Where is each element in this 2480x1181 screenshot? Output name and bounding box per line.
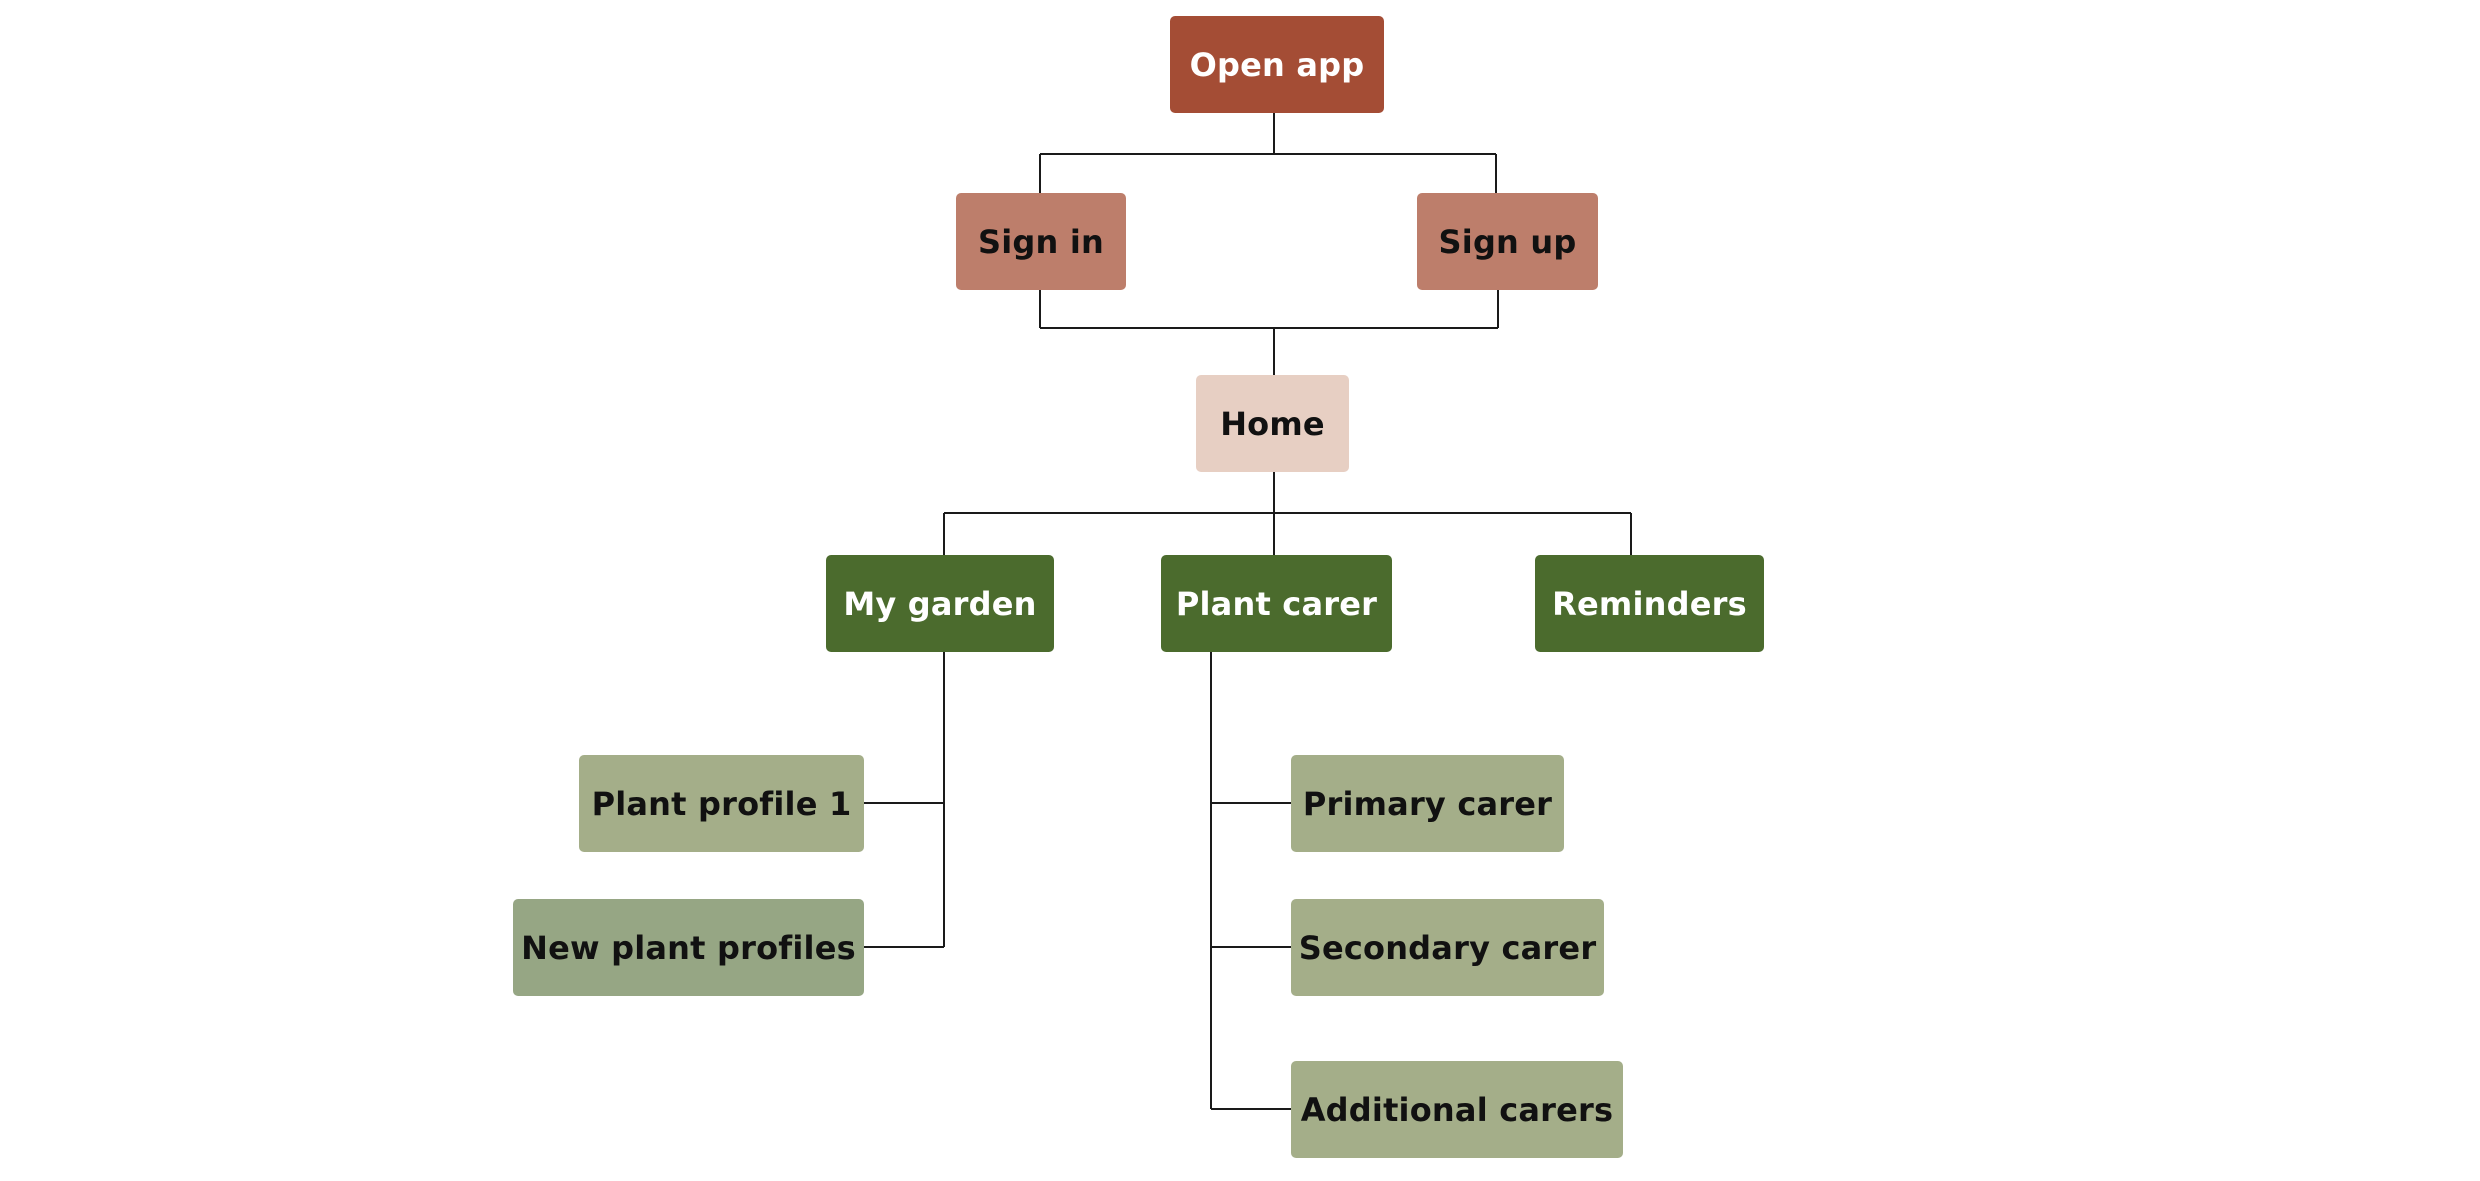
node-label: Secondary carer	[1298, 928, 1597, 967]
node-label: Sign up	[1438, 222, 1577, 261]
node-label: Additional carers	[1300, 1090, 1614, 1129]
node-primary-carer[interactable]: Primary carer	[1291, 755, 1564, 852]
node-plant-carer[interactable]: Plant carer	[1161, 555, 1392, 652]
node-open-app[interactable]: Open app	[1170, 16, 1384, 113]
node-label: Home	[1220, 404, 1325, 443]
node-label: New plant profiles	[521, 928, 856, 967]
node-label: Primary carer	[1302, 784, 1553, 823]
node-label: Open app	[1189, 45, 1365, 84]
node-secondary-carer[interactable]: Secondary carer	[1291, 899, 1604, 996]
node-home[interactable]: Home	[1196, 375, 1349, 472]
node-sign-up[interactable]: Sign up	[1417, 193, 1598, 290]
node-additional-carers[interactable]: Additional carers	[1291, 1061, 1623, 1158]
node-reminders[interactable]: Reminders	[1535, 555, 1764, 652]
node-label: Plant carer	[1175, 584, 1378, 623]
node-label: Reminders	[1552, 584, 1747, 623]
node-label: Plant profile 1	[591, 784, 852, 823]
node-label: My garden	[843, 584, 1037, 623]
node-label: Sign in	[978, 222, 1104, 261]
node-sign-in[interactable]: Sign in	[956, 193, 1126, 290]
node-plant-profile-1[interactable]: Plant profile 1	[579, 755, 864, 852]
node-new-plant-profiles[interactable]: New plant profiles	[513, 899, 864, 996]
node-my-garden[interactable]: My garden	[826, 555, 1054, 652]
